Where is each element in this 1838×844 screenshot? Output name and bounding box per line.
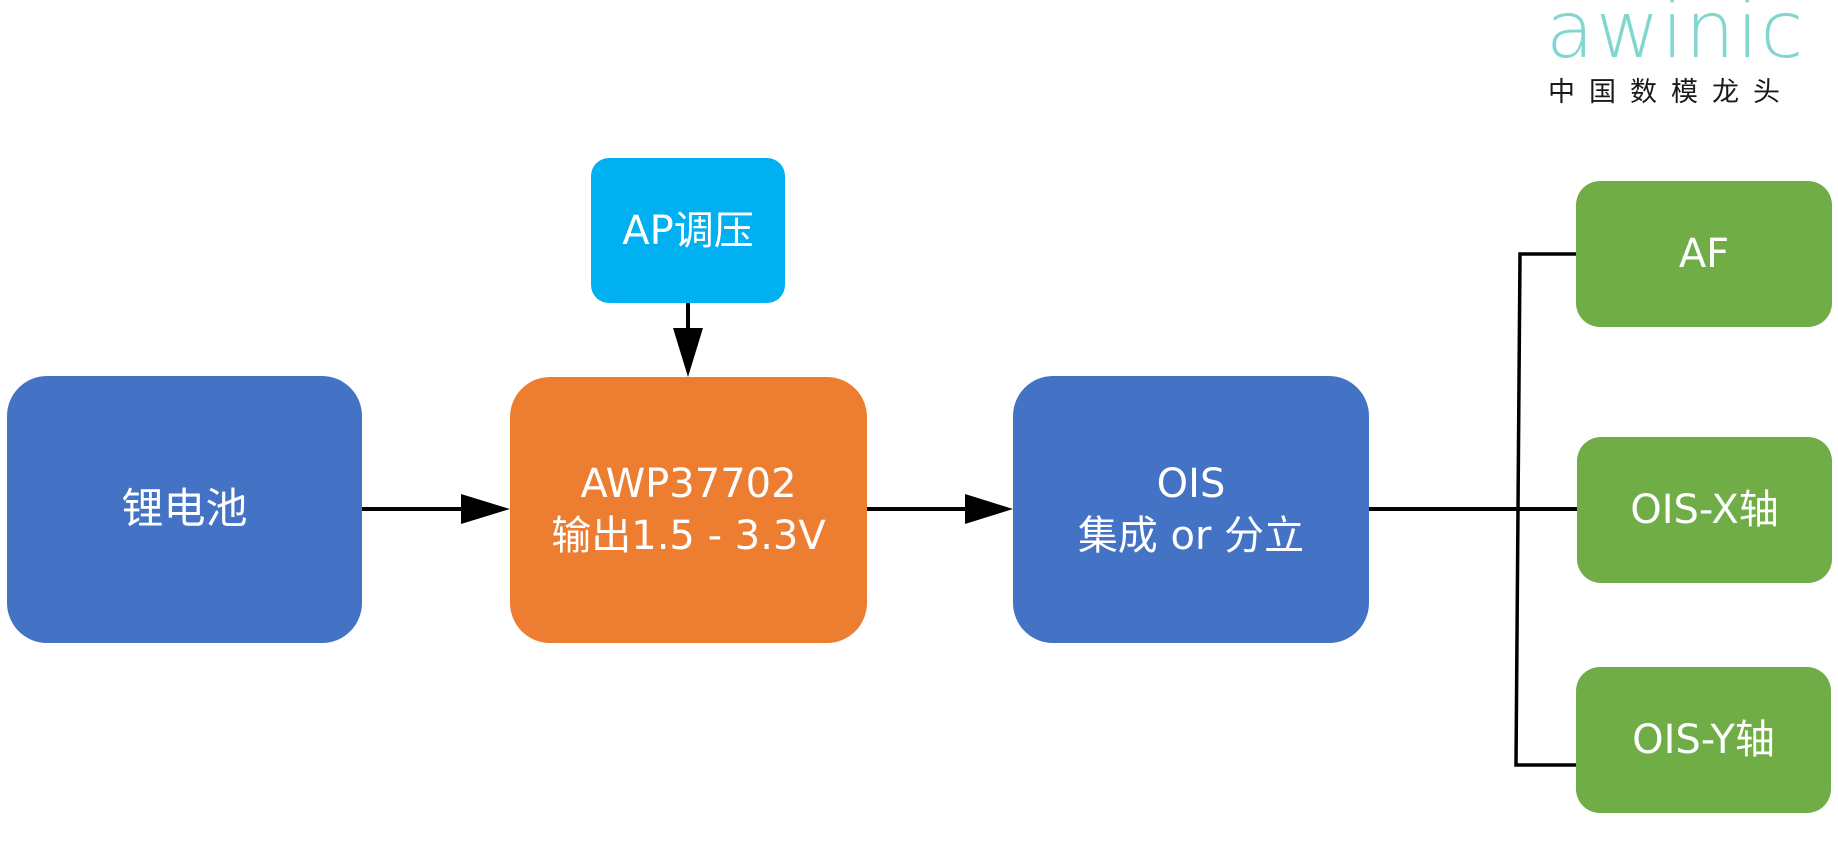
arrowhead-battery-chip	[461, 494, 510, 524]
node-ois-x: OIS-X轴	[1577, 437, 1832, 583]
node-ois-title: OIS	[1156, 460, 1226, 507]
node-oisy-label: OIS-Y轴	[1632, 717, 1775, 763]
node-ois: OIS 集成 or 分立	[1013, 376, 1369, 643]
awinic-logo: awinic 中国数模龙头	[1546, 0, 1806, 108]
node-battery: 锂电池	[7, 376, 362, 643]
logo-tagline: 中国数模龙头	[1548, 77, 1794, 108]
node-chip-output: 输出1.5 - 3.3V	[551, 513, 826, 559]
edge-bus-vertical	[1514, 252, 1576, 767]
node-oisx-label: OIS-X轴	[1630, 487, 1779, 533]
arrowhead-chip-ois	[965, 494, 1013, 524]
node-ois-y: OIS-Y轴	[1576, 667, 1831, 813]
node-chip-title: AWP37702	[580, 461, 797, 507]
logo-wordmark: awinic	[1546, 0, 1806, 76]
node-ap-label: AP调压	[622, 207, 754, 254]
node-af-label: AF	[1678, 231, 1730, 277]
node-af: AF	[1576, 181, 1832, 327]
arrowhead-ap-chip	[673, 328, 703, 377]
node-ap-regulator: AP调压	[591, 158, 785, 303]
node-battery-label: 锂电池	[121, 484, 248, 534]
node-ois-subtitle: 集成 or 分立	[1077, 512, 1305, 559]
node-awp37702: AWP37702 输出1.5 - 3.3V	[510, 377, 867, 643]
